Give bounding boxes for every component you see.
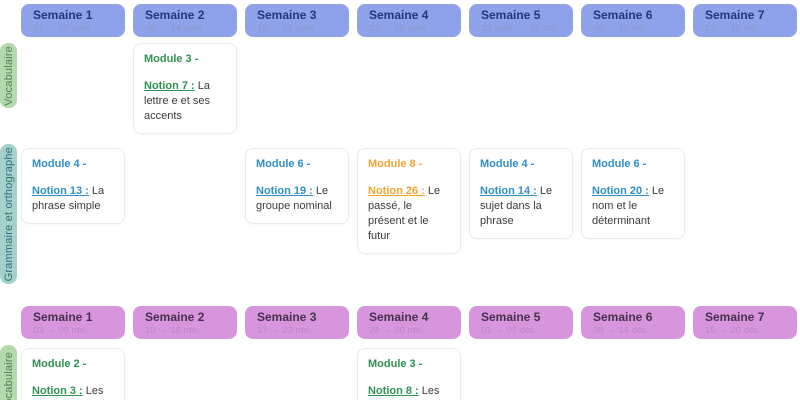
week-dates: 01 → 07 déc. (481, 324, 538, 336)
notion-line: Notion 8 :Les familles de mots (368, 384, 451, 400)
notion-link[interactable]: Notion 8 : (368, 385, 419, 398)
module-card-notion-7[interactable]: Module 3 - Notion 7 :La lettre e et ses … (133, 43, 237, 134)
week-title: Semaine 5 (481, 309, 541, 324)
row-grammaire-et-orthographe: Grammaire et orthographe Module 4 - Noti… (0, 143, 800, 284)
vocabulaire-fall-cards: Module 3 - Notion 7 :La lettre e et ses … (21, 43, 797, 134)
notion-text: Le sujet dans la phrase (480, 185, 553, 227)
week-dates: 08 → 14 déc. (593, 324, 650, 336)
week-header-winter-5: Semaine 5 01 → 07 déc. (469, 305, 573, 339)
week-header-winter-3: Semaine 3 17 → 23 nov. (245, 305, 349, 339)
week-header-fall-7: Semaine 7 13 → 18 oct. (693, 4, 797, 37)
week-header-fall-4: Semaine 4 22 → 28 sept. (357, 4, 461, 37)
week-header-fall-2: Semaine 2 08 → 14 sept. (133, 4, 237, 37)
notion-line: Notion 3 :Les termes génériques et spéci… (32, 384, 115, 400)
row-label-vocabulaire: Vocabulaire (0, 43, 17, 108)
module-card-notion-8[interactable]: Module 3 - Notion 8 :Les familles de mot… (357, 347, 461, 400)
week-dates: 06 → 12 oct. (593, 23, 647, 34)
week-title: Semaine 2 (145, 8, 205, 22)
notion-link[interactable]: Notion 13 : (32, 185, 89, 198)
week-title: Semaine 3 (257, 8, 317, 22)
week-header-winter-2: Semaine 2 10 → 16 nov. (133, 305, 237, 339)
row-vocabulaire-winter: Vocabulaire Module 2 - Notion 3 :Les ter… (0, 344, 800, 400)
notion-text: Le groupe nominal (256, 185, 332, 212)
week-header-fall-3: Semaine 3 15 → 21 sept. (245, 4, 349, 37)
row-label-vocabulaire: Vocabulaire (0, 344, 17, 400)
week-header-winter-1: Semaine 1 03 → 09 nov. (21, 305, 125, 339)
module-title: Module 4 - (32, 157, 87, 170)
week-title: Semaine 7 (705, 309, 765, 324)
week-dates: 17 → 23 nov. (257, 324, 313, 336)
notion-text: Le nom et le déterminant (592, 185, 665, 227)
notion-text: Le passé, le présent et le futur (368, 185, 441, 242)
week-header-winter-6: Semaine 6 08 → 14 déc. (581, 305, 685, 339)
module-title: Module 3 - (144, 53, 199, 65)
week-title: Semaine 1 (33, 309, 93, 324)
notion-link[interactable]: Notion 19 : (256, 185, 313, 198)
week-header-winter-7: Semaine 7 15 → 20 déc. (693, 305, 797, 339)
module-title: Module 6 - (256, 157, 311, 170)
notion-link[interactable]: Notion 26 : (368, 185, 425, 198)
winter-weeks: Semaine 1 03 → 09 nov. Semaine 2 10 → 16… (21, 305, 797, 339)
module-card-notion-14[interactable]: Module 4 - Notion 14 :Le sujet dans la p… (469, 147, 573, 239)
week-dates: 13 → 18 oct. (705, 23, 759, 34)
week-header-winter-4: Semaine 4 24 → 30 nov. (357, 305, 461, 339)
module-title: Module 8 - (368, 157, 423, 170)
week-header-fall-1: Semaine 1 01 → 07 sept. (21, 4, 125, 37)
week-title: Semaine 6 (593, 8, 653, 22)
week-title: Semaine 4 (369, 8, 429, 22)
notion-link[interactable]: Notion 14 : (480, 185, 537, 198)
module-title: Module 6 - (592, 157, 647, 170)
notion-line: Notion 7 :La lettre e et ses accents (144, 79, 227, 124)
row-label-text: Vocabulaire (2, 351, 15, 400)
grammaire-cards: Module 4 - Notion 13 :La phrase simple M… (21, 144, 797, 254)
winter-week-header-row: Semaine 1 03 → 09 nov. Semaine 2 10 → 16… (0, 305, 800, 339)
notion-line: Notion 20 :Le nom et le déterminant (592, 184, 675, 229)
week-title: Semaine 2 (145, 309, 205, 324)
week-title: Semaine 4 (369, 309, 429, 324)
notion-line: Notion 19 :Le groupe nominal (256, 184, 339, 214)
planning-board: Semaine 1 01 → 07 sept. Semaine 2 08 → 1… (0, 4, 800, 400)
module-card-notion-3[interactable]: Module 2 - Notion 3 :Les termes génériqu… (21, 347, 125, 400)
notion-link[interactable]: Notion 3 : (32, 385, 83, 398)
module-title: Module 2 - (32, 357, 87, 370)
module-card-notion-20[interactable]: Module 6 - Notion 20 :Le nom et le déter… (581, 147, 685, 239)
notion-line: Notion 14 :Le sujet dans la phrase (480, 184, 563, 229)
week-dates: 22 → 28 sept. (369, 23, 429, 34)
row-vocabulaire-fall: Vocabulaire Module 3 - Notion 7 :La lett… (0, 43, 800, 134)
week-dates: 01 → 07 sept. (33, 23, 93, 34)
notion-line: Notion 26 :Le passé, le présent et le fu… (368, 184, 451, 243)
row-label-text: Vocabulaire (2, 45, 15, 106)
row-label-spacer (0, 306, 21, 339)
week-title: Semaine 7 (705, 8, 765, 22)
module-title: Module 4 - (480, 157, 535, 170)
week-header-fall-5: Semaine 5 29 sept. → 05 oct. (469, 4, 573, 37)
week-dates: 29 sept. → 05 oct. (481, 23, 559, 34)
notion-link[interactable]: Notion 20 : (592, 185, 649, 198)
week-header-fall-6: Semaine 6 06 → 12 oct. (581, 4, 685, 37)
week-title: Semaine 6 (593, 309, 653, 324)
module-card-notion-26[interactable]: Module 8 - Notion 26 :Le passé, le prése… (357, 147, 461, 254)
notion-text: La phrase simple (32, 185, 105, 212)
vocabulaire-winter-cards: Module 2 - Notion 3 :Les termes génériqu… (21, 345, 797, 400)
notion-line: Notion 13 :La phrase simple (32, 184, 115, 214)
row-label-text: Grammaire et orthographe (2, 146, 15, 282)
fall-week-header-row: Semaine 1 01 → 07 sept. Semaine 2 08 → 1… (0, 4, 800, 37)
notion-text: La lettre e et ses accents (144, 80, 211, 122)
week-dates: 15 → 20 déc. (705, 324, 762, 336)
row-label-spacer (0, 4, 21, 37)
week-dates: 10 → 16 nov. (145, 324, 201, 336)
week-title: Semaine 3 (257, 309, 317, 324)
week-title: Semaine 1 (33, 8, 93, 22)
week-dates: 03 → 09 nov. (33, 324, 89, 336)
fall-weeks: Semaine 1 01 → 07 sept. Semaine 2 08 → 1… (21, 4, 797, 37)
week-dates: 15 → 21 sept. (257, 23, 317, 34)
module-card-notion-13[interactable]: Module 4 - Notion 13 :La phrase simple (21, 147, 125, 224)
notion-link[interactable]: Notion 7 : (144, 80, 195, 93)
module-title: Module 3 - (368, 357, 423, 370)
week-dates: 08 → 14 sept. (145, 23, 205, 34)
row-label-grammaire-et-orthographe: Grammaire et orthographe (0, 143, 17, 284)
module-card-notion-19[interactable]: Module 6 - Notion 19 :Le groupe nominal (245, 147, 349, 224)
week-dates: 24 → 30 nov. (369, 324, 425, 336)
week-title: Semaine 5 (481, 8, 541, 22)
